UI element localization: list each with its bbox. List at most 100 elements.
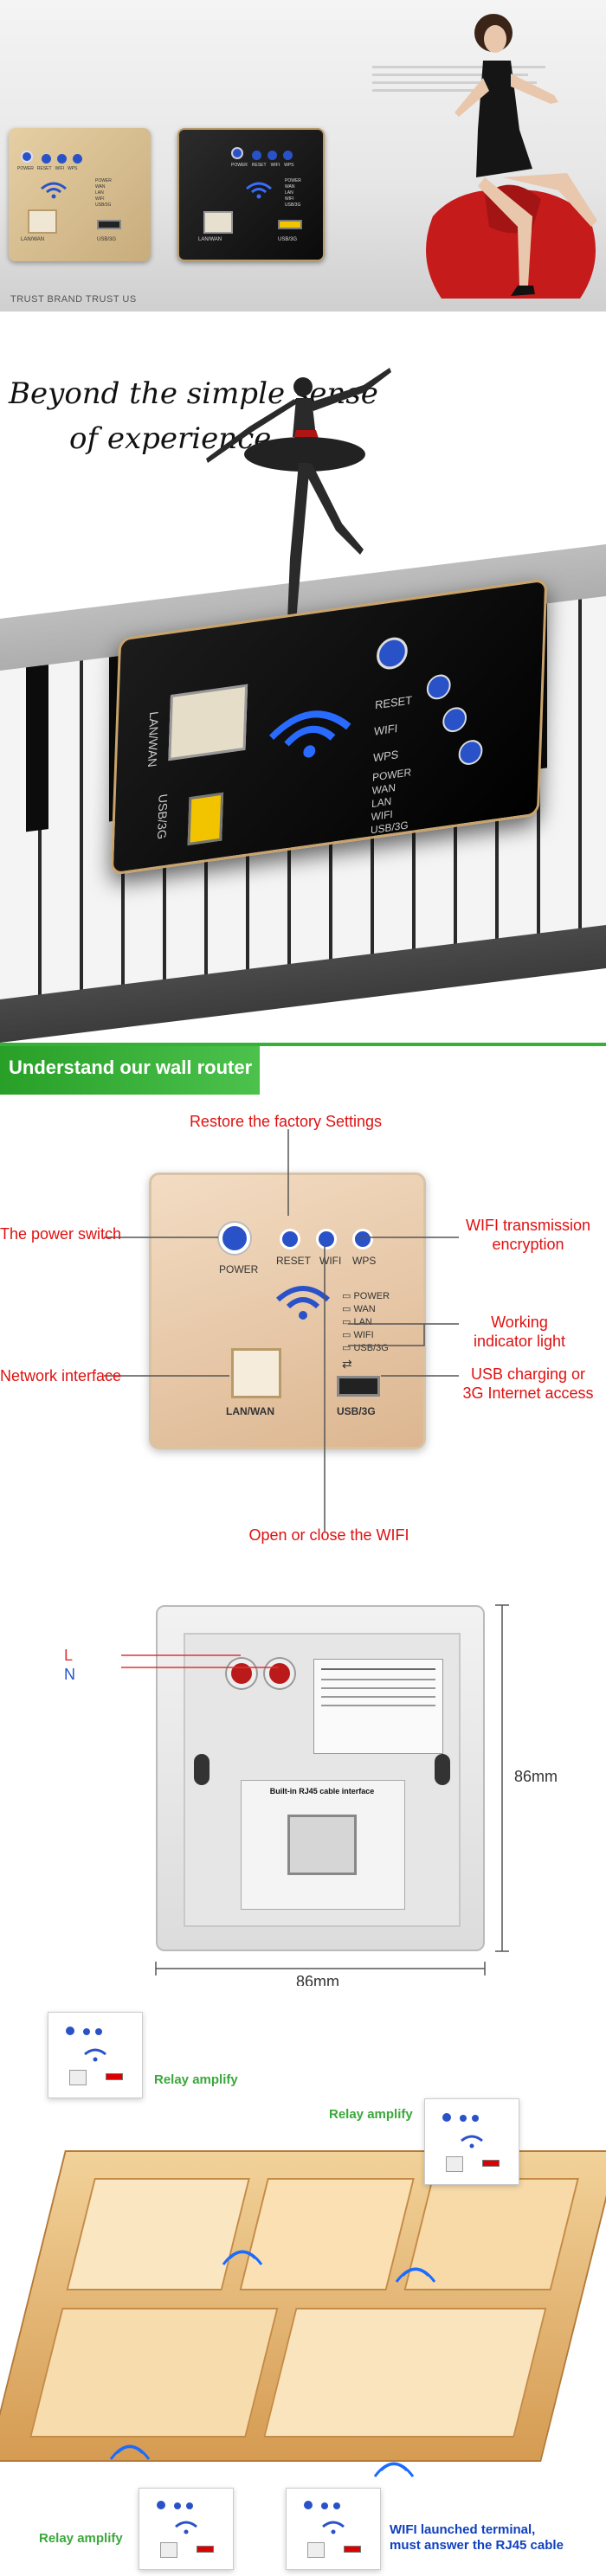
mini-panel-bottom-left: [139, 2488, 234, 2570]
dimension-width: 86mm: [291, 1973, 345, 1986]
mini-button-icon: [460, 2115, 467, 2122]
relay-label-2: Relay amplify: [329, 2107, 413, 2122]
callout-network: Network interface: [0, 1367, 122, 1384]
lan-port-icon: [168, 684, 248, 761]
dimension-height: 86mm: [514, 1768, 558, 1785]
label-l: L: [64, 1647, 74, 1664]
spec-label-sticker: [313, 1659, 443, 1754]
usb-port-icon: [97, 220, 121, 229]
power-button-icon: [219, 1223, 250, 1254]
wps-label: WPS: [352, 1255, 377, 1267]
banner-title: Understand our wall router: [9, 1057, 253, 1078]
wps-button-icon: [73, 154, 82, 164]
wifi-terminal-label: WIFI launched terminal, must answer the …: [390, 2522, 564, 2553]
wifi-icon: [175, 2521, 197, 2534]
relay-label-1: Relay amplify: [154, 2072, 238, 2087]
power-label: POWER: [219, 1263, 259, 1275]
mini-panel-top-right: [424, 2098, 519, 2185]
callout-power: The power switch: [0, 1225, 122, 1243]
lan-label: LAN/WAN: [226, 1405, 274, 1417]
mini-panel-bottom-right: [286, 2488, 381, 2570]
mini-button-icon: [333, 2502, 340, 2509]
mini-button-icon: [83, 2028, 90, 2035]
lan-label: LAN/WAN: [145, 710, 162, 768]
hero-faint-copy: [372, 61, 563, 130]
mini-button-icon: [95, 2028, 102, 2035]
usb-label: USB/3G: [278, 237, 298, 242]
device-back-plate: Built-in RJ45 cable interface: [156, 1605, 485, 1951]
wps-button-icon: [352, 1229, 373, 1249]
wifi-icon: [41, 182, 67, 199]
back-section: Built-in RJ45 cable interface L N 86mm 8…: [0, 1579, 606, 1986]
lan-port-icon: [203, 211, 233, 234]
wifi-icon: [322, 2521, 345, 2534]
terminal-l-icon: [227, 1659, 256, 1688]
banner-section: Understand our wall router: [0, 1043, 606, 1095]
mini-button-icon: [66, 2027, 74, 2035]
reset-button-icon: [426, 672, 452, 702]
relay-label-3: Relay amplify: [39, 2531, 123, 2546]
reset-label: RESET: [276, 1255, 312, 1267]
wifi-signal-arcs: [109, 2250, 436, 2477]
usb-port-icon: [344, 2546, 361, 2553]
usb-port-icon: [106, 2073, 123, 2080]
reset-button-icon: [42, 154, 51, 164]
mini-button-icon: [304, 2501, 313, 2509]
mini-button-icon: [442, 2113, 451, 2122]
screw-slot-left-icon: [194, 1754, 210, 1785]
usb-label: USB/3G: [337, 1405, 376, 1417]
wifi-icon: [461, 2135, 483, 2149]
mini-button-icon: [157, 2501, 165, 2509]
rj45-port-icon: [287, 1815, 357, 1875]
usb-symbol-icon: ⇄: [342, 1357, 352, 1371]
lan-port-icon: [160, 2542, 177, 2558]
callout-lines: [104, 1129, 459, 1532]
rj45-label: Built-in RJ45 cable interface: [269, 1787, 375, 1795]
power-button-icon: [21, 151, 33, 163]
wifi-button-icon: [57, 154, 67, 164]
lan-port-icon: [307, 2542, 325, 2558]
callout-wifi-toggle: Open or close the WIFI: [248, 1526, 409, 1544]
label-n: N: [64, 1666, 75, 1683]
woman-on-chair-illustration: [426, 14, 597, 299]
lan-port-icon: [231, 1348, 281, 1398]
terminal-n-icon: [265, 1659, 294, 1688]
reset-button-icon: [252, 151, 261, 160]
reset-button-icon: [280, 1229, 300, 1249]
dimension-lines: [121, 1604, 509, 1975]
usb-port-icon: [278, 220, 302, 229]
lan-label: LAN/WAN: [198, 237, 222, 242]
wifi-button-icon: [442, 705, 467, 734]
diagram-section: POWER RESET WIFI WPS ▭ POWER ▭ WAN ▭ LAN…: [0, 1095, 606, 1579]
gold-panel-diagram: POWER RESET WIFI WPS ▭ POWER ▭ WAN ▭ LAN…: [149, 1172, 426, 1449]
usb-port-icon: [187, 792, 224, 846]
wps-button-icon: [283, 151, 293, 160]
mini-button-icon: [321, 2502, 328, 2509]
wifi-icon: [246, 182, 272, 199]
usb-label: USB/3G: [97, 237, 117, 242]
lan-label: LAN/WAN: [21, 237, 45, 242]
wifi-button-icon: [268, 151, 277, 160]
usb-port-icon: [482, 2160, 500, 2167]
wifi-icon: [275, 1286, 331, 1320]
power-button-icon: [376, 635, 409, 671]
house-section: Relay amplify Relay amplify Relay amplif…: [0, 1986, 606, 2576]
usb-port-icon: [337, 1376, 380, 1397]
banner-tab: [0, 1043, 260, 1095]
screw-slot-right-icon: [435, 1754, 450, 1785]
lan-port-icon: [446, 2156, 463, 2172]
lan-port-icon: [69, 2070, 87, 2085]
mini-panel-top-left: [48, 2012, 143, 2098]
wifi-icon: [84, 2048, 106, 2062]
power-button-icon: [231, 147, 243, 159]
